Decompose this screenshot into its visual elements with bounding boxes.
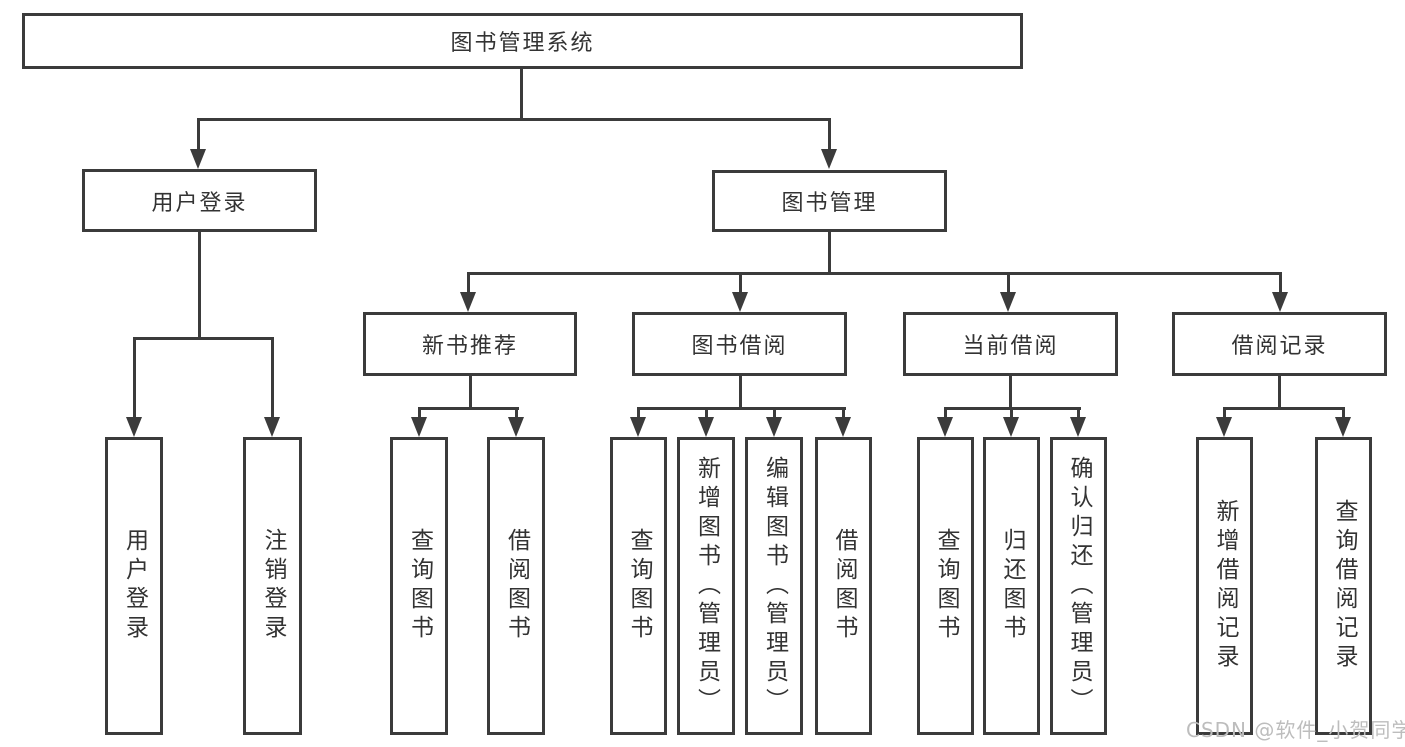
node-borrow-books-borrowing: 借阅图书 [815,437,872,735]
connector-line [773,409,776,419]
node-borrowing-records: 借阅记录 [1172,312,1387,376]
node-query-books-borrowing: 查询图书 [610,437,667,735]
connector-line [197,120,200,151]
arrow-down-icon [766,417,782,437]
connector-line [1278,376,1281,410]
connector-line [467,272,1282,275]
arrow-down-icon [126,417,142,437]
connector-line [637,409,640,419]
connector-line [1279,274,1282,293]
connector-line [418,409,421,419]
arrow-down-icon [411,417,427,437]
arrow-down-icon [1000,292,1016,312]
connector-line [705,409,708,419]
node-book-management: 图书管理 [712,170,947,232]
node-query-books-recommend: 查询图书 [390,437,448,735]
connector-line [828,120,831,151]
arrow-down-icon [937,417,953,437]
node-add-book-admin: 新增图书（管理员） [677,437,735,735]
node-book-borrowing: 图书借阅 [632,312,847,376]
connector-line [133,337,274,340]
arrow-down-icon [1335,417,1351,437]
connector-line [1007,274,1010,293]
arrow-down-icon [1216,417,1232,437]
arrow-down-icon [1070,417,1086,437]
node-user-login: 用户登录 [82,169,317,232]
node-logout: 注销登录 [243,437,302,735]
connector-line [944,407,1081,410]
connector-line [469,376,472,410]
connector-line [467,274,470,293]
node-current-borrowing: 当前借阅 [903,312,1118,376]
node-add-borrow-record: 新增借阅记录 [1196,437,1253,735]
connector-line [271,339,274,419]
arrow-down-icon [732,292,748,312]
node-user-login-leaf: 用户登录 [105,437,163,735]
node-book-management-system: 图书管理系统 [22,13,1023,69]
connector-line [1009,376,1012,410]
arrow-down-icon [264,417,280,437]
node-edit-book-admin: 编辑图书（管理员） [745,437,803,735]
arrow-down-icon [460,292,476,312]
connector-line [842,409,845,419]
arrow-down-icon [508,417,524,437]
arrow-down-icon [1272,292,1288,312]
connector-line [1223,409,1226,419]
connector-line [197,118,831,121]
connector-line [1223,407,1345,410]
arrow-down-icon [190,149,206,169]
connector-line [1077,409,1080,419]
arrow-down-icon [821,149,837,169]
node-query-borrow-record: 查询借阅记录 [1315,437,1372,735]
node-return-books: 归还图书 [983,437,1040,735]
connector-line [1342,409,1345,419]
connector-line [828,232,831,275]
arrow-down-icon [1003,417,1019,437]
arrow-down-icon [698,417,714,437]
connector-line [637,407,846,410]
connector-line [133,339,136,419]
connector-line [198,232,201,340]
connector-line [1010,409,1013,419]
connector-line [418,407,519,410]
arrow-down-icon [630,417,646,437]
connector-line [739,376,742,410]
node-new-book-recommendation: 新书推荐 [363,312,577,376]
connector-line [944,409,947,419]
node-borrow-books-recommend: 借阅图书 [487,437,545,735]
node-query-books-current: 查询图书 [917,437,974,735]
connector-line [739,274,742,293]
connector-line [520,69,523,118]
arrow-down-icon [835,417,851,437]
node-confirm-return-admin: 确认归还（管理员） [1050,437,1107,735]
connector-line [515,409,518,419]
csdn-watermark: CSDN @软件_小贺同学 [1186,718,1405,742]
